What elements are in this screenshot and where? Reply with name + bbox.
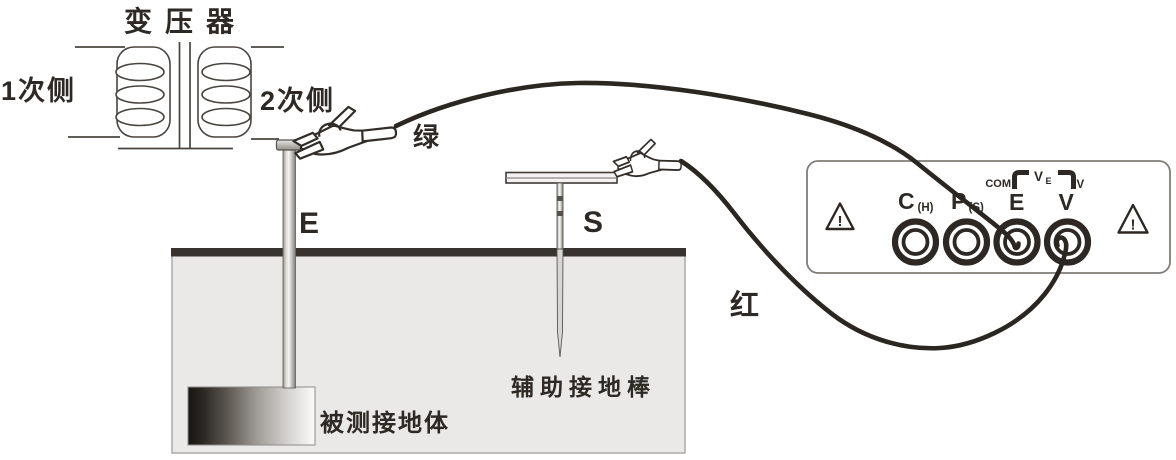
- secondary-turn: [201, 62, 251, 82]
- warning-icon-left: !: [825, 202, 855, 231]
- s-electrode: S: [505, 171, 618, 358]
- e-electrode: E: [275, 139, 319, 389]
- green-wire-label: 绿: [413, 122, 440, 152]
- tested-earth-label: 被测接地体: [320, 410, 450, 437]
- s-rod-mark: [557, 211, 563, 216]
- ground-surface-band: [171, 248, 686, 257]
- terminal-v-label: V: [1059, 189, 1075, 215]
- transformer-core: [178, 42, 191, 149]
- jumper-markings: COM V E V: [985, 169, 1084, 191]
- red-test-lead: [678, 158, 1069, 351]
- v-small-label: V: [1077, 179, 1085, 191]
- secondary-turn: [201, 85, 251, 104]
- transformer-title: 变压器: [124, 5, 247, 37]
- terminal-e-label: E: [1009, 189, 1024, 215]
- e-rod: [282, 148, 296, 389]
- secondary-side-label: 2次侧: [260, 86, 335, 116]
- ground: 被测接地体 辅助接地棒: [171, 248, 686, 454]
- green-test-lead: [393, 80, 1021, 251]
- buried-earth-electrode: [187, 386, 316, 446]
- primary-side-label: 1次侧: [1, 76, 76, 106]
- com-label: COM: [985, 178, 1011, 190]
- s-crocodile-clip[interactable]: [609, 134, 683, 181]
- e-label: E: [299, 207, 319, 240]
- s-label: S: [583, 206, 603, 239]
- terminal-c-socket[interactable]: [891, 218, 940, 266]
- primary-turn: [115, 85, 165, 104]
- ve-label-main: V: [1034, 169, 1043, 184]
- jumper-bracket-left: [1012, 170, 1029, 189]
- terminal-p-socket[interactable]: [942, 218, 991, 266]
- transformer: 变压器 1次侧 2次侧: [1, 5, 335, 150]
- warning-icon-right: !: [1117, 203, 1149, 234]
- primary-turn: [115, 62, 165, 82]
- red-wire-label: 红: [730, 289, 759, 322]
- s-rod-spike: [556, 248, 564, 358]
- jumper-bracket-right: [1058, 170, 1076, 189]
- s-rod-mark: [557, 196, 563, 201]
- warning-exclamation: !: [1131, 217, 1136, 234]
- ve-label-sub: E: [1046, 176, 1052, 186]
- warning-exclamation: !: [838, 213, 843, 230]
- aux-rod-label: 辅助接地棒: [511, 374, 656, 400]
- terminal-c-sub: (H): [918, 202, 934, 214]
- secondary-turn: [201, 107, 251, 127]
- primary-turn: [115, 107, 165, 127]
- terminal-c-label: C: [898, 188, 915, 214]
